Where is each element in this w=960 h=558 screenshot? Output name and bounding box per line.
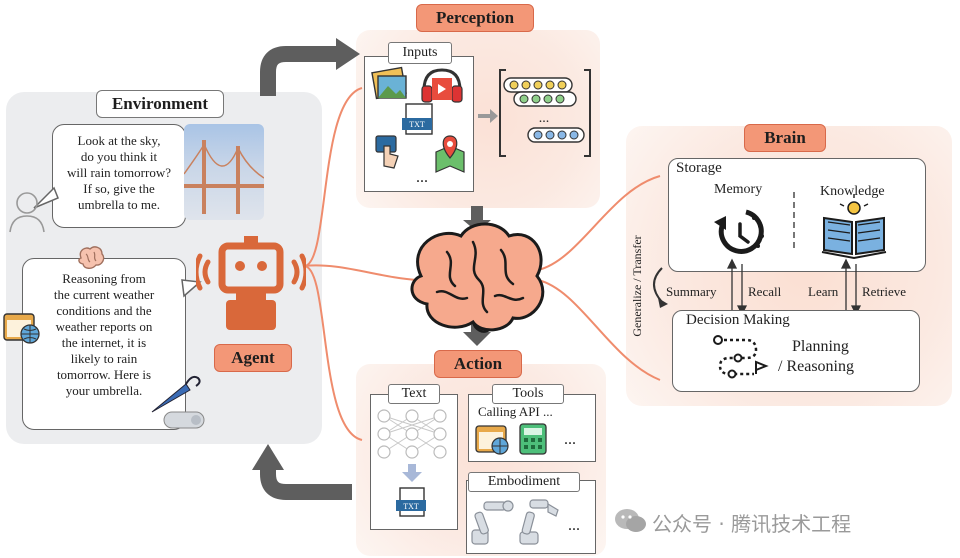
action-to-environment-arrow (260, 468, 352, 500)
environment-to-perception-arrowhead (336, 38, 360, 70)
summary-label: Summary (666, 284, 717, 299)
images-icon (371, 66, 407, 100)
browser-globe-icon (3, 313, 40, 344)
answer-line: your umbrella. (65, 383, 143, 398)
answer-line: the current weather (53, 287, 155, 302)
question-line: Look at the sky, (77, 133, 161, 148)
decision-making-label: Decision Making (686, 312, 790, 328)
retrieve-label: Retrieve (862, 284, 907, 299)
answer-line: likely to rain (70, 351, 138, 366)
wechat-icon (615, 509, 646, 532)
answer-bubble-tail (181, 279, 202, 298)
planning-label: Planning (792, 338, 849, 355)
brain-to-brainpanel-curve-lower (537, 279, 661, 381)
headphones-icon (421, 68, 463, 103)
svg-text:TXT: TXT (409, 120, 425, 129)
svg-text:...: ... (416, 169, 428, 186)
robot-arm-icons: ... (471, 499, 580, 545)
txt-document-icon: TXT (402, 103, 433, 135)
inputs-to-embedding-arrow (478, 109, 498, 123)
bubble-tail (33, 186, 59, 209)
input-modality-icons: TXT ... (371, 66, 465, 186)
answer-bubble: Reasoning from the current weather condi… (22, 258, 186, 430)
question-text: Look at the sky, do you think it will ra… (53, 125, 185, 213)
agent-perception-curve (303, 87, 363, 267)
generalize-arrow (653, 267, 668, 308)
embedding-vectors-icon: ... (499, 69, 591, 157)
planning-path-icon (713, 335, 769, 379)
svg-text:...: ... (564, 431, 576, 448)
action-to-environment-arrowhead (252, 444, 284, 470)
question-line: umbrella to me. (78, 197, 160, 212)
knowledge-book-icon (821, 194, 887, 260)
agent-brain-curve (303, 264, 419, 281)
reasoning-label: / Reasoning (778, 358, 854, 375)
action-title: Action (434, 350, 522, 378)
question-line: If so, give the (83, 181, 155, 196)
brain-to-action-arrowhead (463, 332, 491, 346)
small-brain-icon (78, 246, 105, 269)
touch-hand-icon (375, 135, 399, 169)
tools-label: Tools (492, 384, 564, 404)
answer-line: the internet, it is (61, 335, 147, 350)
decision-making-box (672, 310, 920, 392)
perception-title: Perception (416, 4, 534, 32)
inputs-label: Inputs (388, 42, 452, 64)
recall-label: Recall (748, 284, 782, 299)
answer-text: Reasoning from the current weather condi… (23, 259, 185, 399)
question-line: will rain tomorrow? (67, 165, 171, 180)
agent-robot-icon (196, 236, 306, 330)
umbrella-robot-hand-icon (151, 375, 205, 429)
watermark-text: 公众号 · 腾讯技术工程 (652, 512, 852, 536)
learn-label: Learn (808, 284, 839, 299)
text-generation-icon: TXT (377, 409, 447, 517)
answer-line: weather reports on (55, 319, 153, 334)
text-action-label: Text (388, 384, 440, 404)
storage-icons (714, 192, 887, 260)
answer-line: tomorrow. Here is (56, 367, 152, 382)
question-bubble: Look at the sky, do you think it will ra… (52, 124, 186, 228)
map-pin-icon (435, 135, 465, 173)
agent-action-curve (303, 265, 363, 441)
brain-to-brainpanel-curve (537, 175, 661, 271)
foggy-bridge-image (183, 124, 265, 220)
agent-label: Agent (214, 344, 292, 372)
person-icon (9, 192, 45, 233)
tool-icons: ... (475, 423, 576, 455)
memory-label: Memory (714, 182, 763, 197)
memory-clock-icon (714, 209, 764, 254)
answer-line: Reasoning from (62, 271, 146, 286)
perception-to-brain-arrow (471, 206, 483, 222)
calculator-icon (519, 423, 547, 455)
environment-title: Environment (96, 90, 224, 118)
browser-icon (475, 425, 509, 455)
question-line: do you think it (80, 149, 158, 164)
environment-to-perception-arrow (260, 46, 338, 96)
brain-illustration (410, 222, 545, 333)
svg-text:TXT: TXT (403, 502, 419, 511)
brain-title: Brain (744, 124, 826, 152)
storage-label: Storage (676, 160, 722, 176)
calling-api-text: Calling API ... (478, 404, 553, 419)
embodiment-label: Embodiment (468, 472, 580, 492)
answer-line: conditions and the (56, 303, 152, 318)
svg-text:...: ... (568, 517, 580, 534)
knowledge-label: Knowledge (820, 184, 885, 199)
svg-text:...: ... (539, 111, 550, 126)
